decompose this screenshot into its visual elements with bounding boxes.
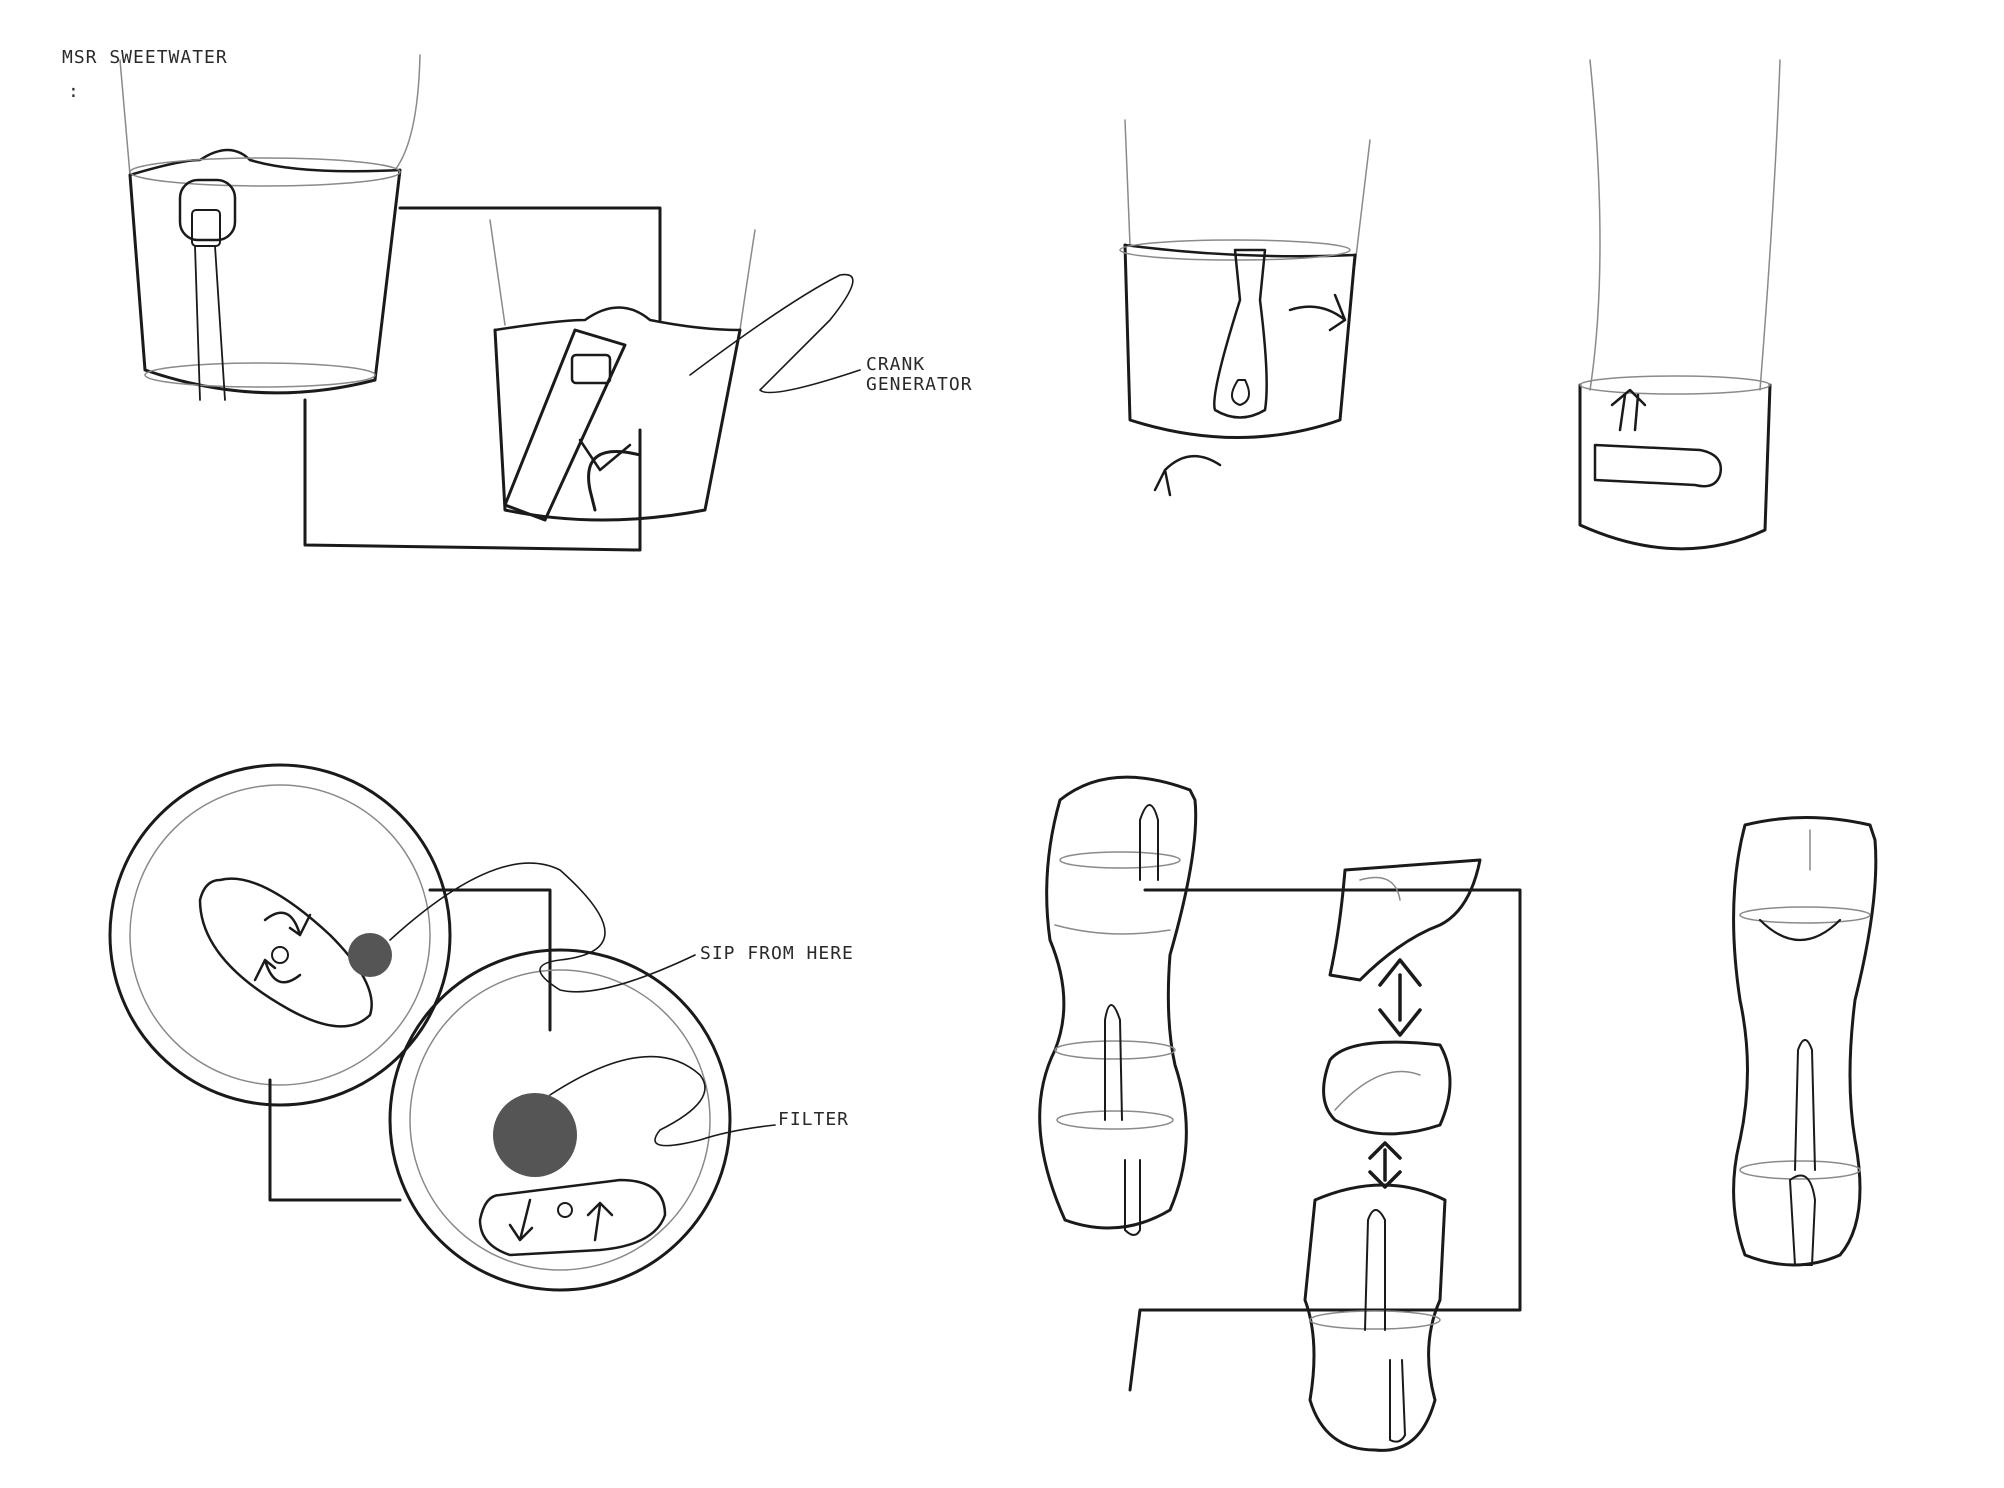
sip-from-here-label: SIP FROM HERE [700,944,854,964]
sketch-lever-cups [1120,60,1780,549]
title-mark: : [68,82,80,102]
rotate-arrow-icon [265,913,310,935]
sketch-crank-cups [120,55,860,550]
crank-label-line1: CRANK [866,355,1006,375]
rotate-arrow-icon [1290,295,1345,330]
rotate-arrow-icon [588,1203,612,1240]
rotate-arrow-icon [510,1200,532,1240]
sheet-title: MSR SWEETWATER [62,48,228,68]
crank-generator-label: CRANK GENERATOR [866,355,1006,395]
rotate-arrow-icon [1155,456,1220,495]
up-arrow-icon [1612,390,1645,430]
filter-label: FILTER [778,1110,849,1130]
sketch-lid-views [110,765,775,1290]
sketch-bottles [1040,777,1876,1450]
double-arrow-icon [1380,960,1420,1035]
double-arrow-icon [1370,1143,1400,1187]
crank-label-line2: GENERATOR [866,375,1006,395]
